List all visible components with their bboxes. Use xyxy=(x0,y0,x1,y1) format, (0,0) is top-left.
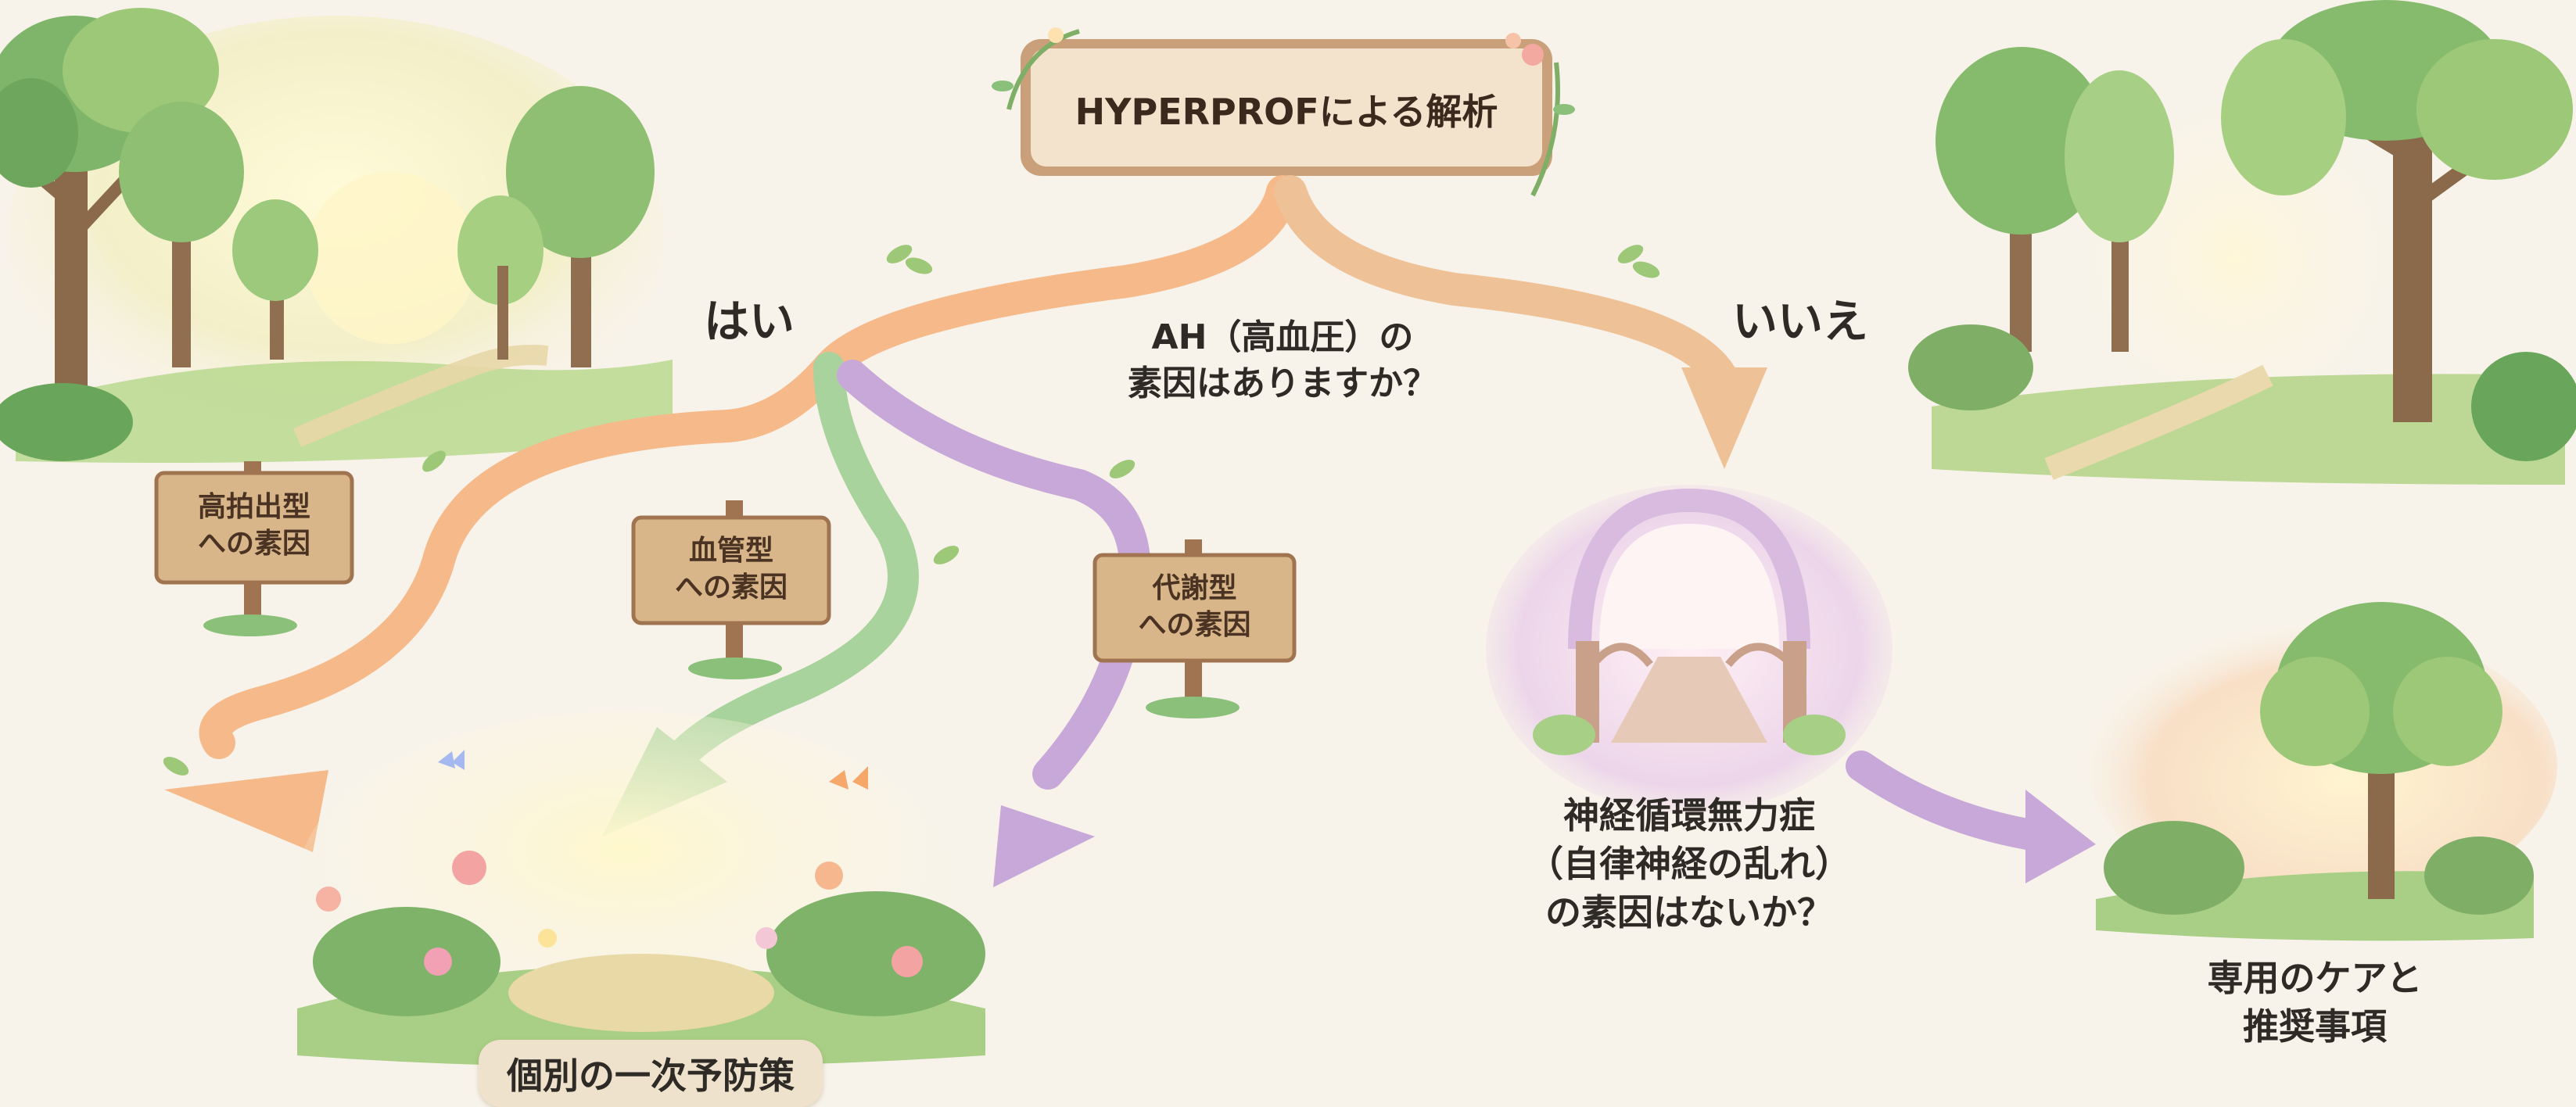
purple-arrowhead-care xyxy=(2025,790,2096,883)
orange-arrowhead xyxy=(164,770,328,852)
care-label-line-2: 推奨事項 xyxy=(2243,1005,2387,1048)
sign-metabolic-line-2: への素因 xyxy=(1138,608,1251,641)
signpost-metabolic xyxy=(1092,539,1297,718)
no-label: いいえ xyxy=(1732,295,1869,348)
sign-high-output-line-2: への素因 xyxy=(197,527,310,560)
neuro-question-line-1: 神経循環無力症 xyxy=(1563,794,1815,837)
care-label-line-1: 専用のケアと xyxy=(2207,957,2423,999)
garden-label: 個別の一次予防策 xyxy=(479,1040,823,1107)
sign-vascular-line-1: 血管型 xyxy=(688,535,773,567)
yes-label: はい xyxy=(704,295,795,348)
neuro-question-line-3: の素因はないか？ xyxy=(1545,891,1833,934)
decorative-leaves xyxy=(163,245,1660,776)
purple-arrow xyxy=(837,360,1151,790)
sign-vascular-line-2: への素因 xyxy=(674,571,788,604)
ah-question-line-1: AH（高血圧）の xyxy=(1151,317,1414,357)
orange-arrow-main xyxy=(199,175,1299,759)
flower-garden xyxy=(297,711,985,1067)
sign-high-output-text: 高拍出型 への素因 xyxy=(156,489,352,563)
left-forest-scene xyxy=(0,8,673,463)
sign-vascular-text: 血管型 への素因 xyxy=(633,533,829,607)
purple-arrowhead xyxy=(993,805,1095,887)
right-forest-scene xyxy=(1908,0,2576,485)
title-text: HYPERPROFによる解析 xyxy=(1075,91,1498,133)
care-tree-scene xyxy=(2088,602,2557,941)
neuro-question: 神経循環無力症 （自律神経の乱れ） の素因はないか？ xyxy=(1486,791,1893,937)
signpost-high-output xyxy=(154,461,354,636)
title-sign xyxy=(992,27,1575,197)
sign-metabolic-line-1: 代謝型 xyxy=(1152,572,1237,604)
tan-arrowhead xyxy=(1681,367,1767,469)
sign-high-output-line-1: 高拍出型 xyxy=(197,491,310,523)
neuro-question-line-2: （自律神経の乱れ） xyxy=(1527,843,1851,886)
purple-arrow-care xyxy=(1846,751,2057,852)
bridge-arch xyxy=(1486,485,1893,813)
signpost-vascular xyxy=(631,500,831,679)
ah-question: AH（高血圧）の 素因はありますか？ xyxy=(1079,314,1486,407)
tan-arrow-right xyxy=(1274,175,1737,392)
sign-metabolic-text: 代謝型 への素因 xyxy=(1095,571,1294,644)
care-label: 専用のケアと 推奨事項 xyxy=(2127,954,2502,1051)
ah-question-line-2: 素因はありますか？ xyxy=(1128,364,1437,404)
